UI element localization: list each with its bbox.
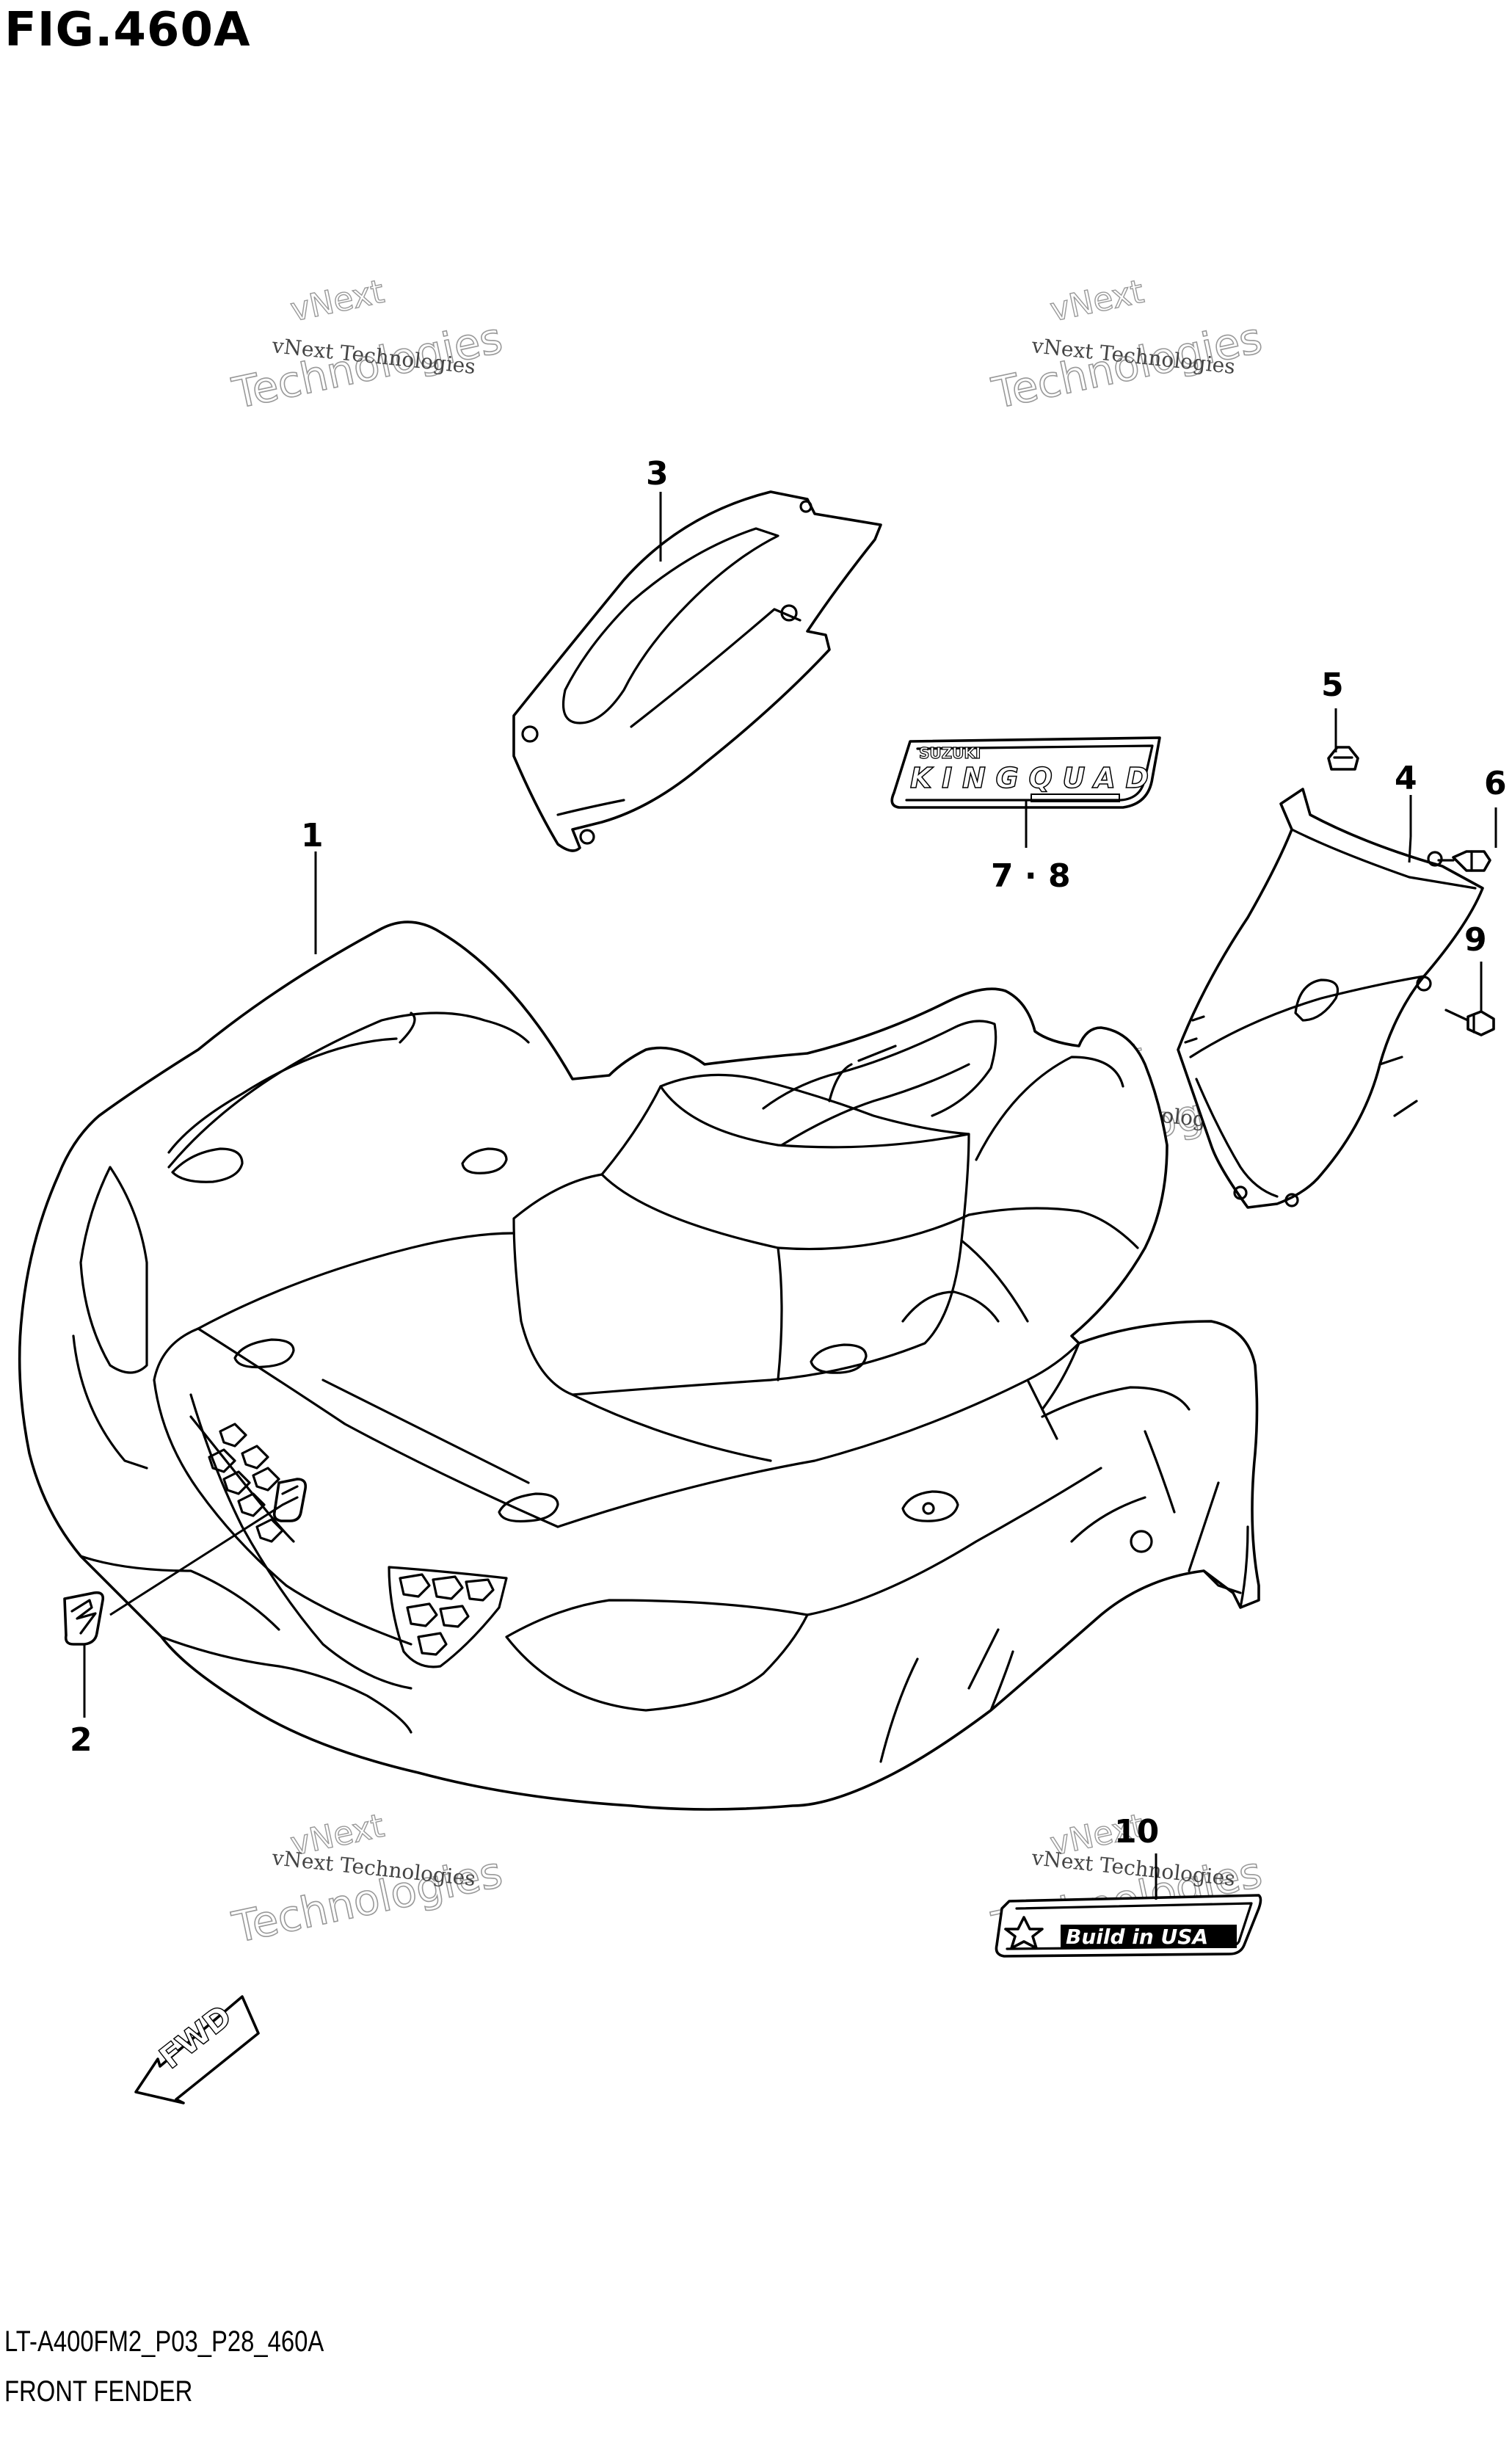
grille-left	[189, 1415, 295, 1543]
decal-model-text: KINGQUAD	[910, 762, 1149, 794]
callout-6: 6	[1484, 765, 1507, 802]
callout-7-8: 7 · 8	[991, 857, 1071, 895]
figure-code: LT-A400FM2_P03_P28_460A	[4, 2325, 324, 2358]
part-3-inner-cover[interactable]	[512, 490, 882, 852]
figure-name: FRONT FENDER	[4, 2375, 193, 2408]
decal-usa-text: Build in USA	[1066, 1925, 1208, 1949]
part-5-clip[interactable]	[1327, 746, 1359, 771]
callout-9: 9	[1464, 921, 1487, 959]
decal-brand-text: SUZUKI	[919, 744, 981, 762]
fwd-arrow: FWD	[134, 1995, 260, 2104]
callout-2: 2	[70, 1721, 92, 1759]
part-9-screw[interactable]	[1444, 1009, 1495, 1036]
callout-3: 3	[646, 455, 669, 493]
emblem-mount-on-fender	[272, 1478, 308, 1522]
watermark-text: vNext	[1047, 273, 1146, 330]
callout-5: 5	[1321, 667, 1344, 704]
callout-4: 4	[1395, 760, 1417, 797]
grille-right	[388, 1566, 508, 1668]
callout-10: 10	[1114, 1813, 1159, 1851]
callout-leaders	[83, 492, 1497, 1900]
callout-1: 1	[301, 817, 324, 854]
part-4-right-panel[interactable]	[1177, 788, 1484, 1209]
part-2-emblem[interactable]	[63, 1591, 105, 1646]
part-10-usa-decal[interactable]: Build in USA	[995, 1894, 1262, 1958]
part-7-8-kingquad-decal[interactable]: SUZUKI KINGQUAD	[890, 736, 1161, 809]
watermark-text: vNext	[287, 273, 387, 330]
part-1-front-fender[interactable]	[18, 920, 1260, 1811]
figure-title: FIG.460A	[4, 3, 251, 57]
part-6-bolt[interactable]	[1437, 850, 1491, 872]
